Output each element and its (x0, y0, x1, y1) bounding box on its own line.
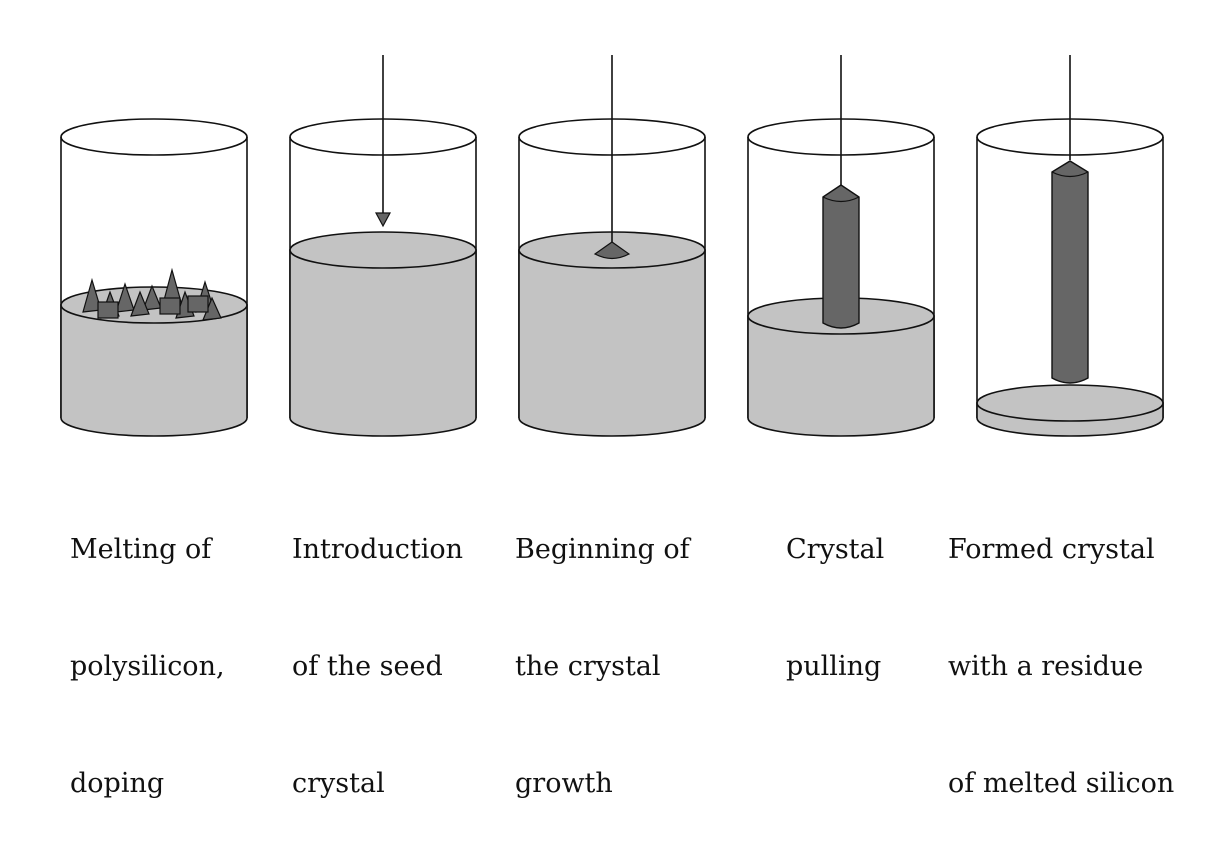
caption-line: Crystal (786, 534, 885, 565)
polysilicon-chunk (159, 297, 181, 315)
ingot-edge (1051, 171, 1089, 178)
caption-line: Beginning of (515, 534, 690, 565)
caption-line: of the seed (292, 651, 443, 682)
melt-body (747, 315, 935, 437)
caption-crystal-pulling: Crystal pulling (786, 452, 884, 725)
seed-crystal-arrow-icon (374, 212, 392, 228)
ingot-edge (822, 196, 860, 203)
caption-line: with a residue (948, 651, 1144, 682)
caption-line: doping (70, 768, 165, 799)
vessel-rim (60, 118, 248, 156)
caption-line: Introduction (292, 534, 463, 565)
crucible-growth-beginning (518, 55, 706, 437)
silicon-ingot (822, 184, 860, 329)
melt-surface (976, 384, 1164, 422)
polysilicon-chunk (97, 301, 119, 319)
caption-line: pulling (786, 651, 882, 682)
polysilicon-chunk (142, 284, 162, 311)
caption-melting: Melting of polysilicon, doping (70, 452, 225, 842)
caption-line: Melting of (70, 534, 212, 565)
crucible-formed-crystal (976, 55, 1164, 437)
caption-line: of melted silicon (948, 768, 1175, 799)
caption-line: Formed crystal (948, 534, 1155, 565)
polysilicon-chunk (82, 277, 102, 313)
crucible-seed-introduction (289, 55, 477, 437)
crucible-melting (60, 118, 248, 437)
melt-body (60, 304, 248, 437)
caption-line: the crystal (515, 651, 661, 682)
melt-surface (289, 231, 477, 269)
caption-formed-crystal: Formed crystal with a residue of melted … (948, 452, 1174, 842)
polysilicon-chunk (130, 290, 150, 317)
melt-body (289, 249, 477, 437)
crucibles-group (60, 55, 1164, 437)
caption-line: polysilicon, (70, 651, 225, 682)
caption-seed-introduction: Introduction of the seed crystal (292, 452, 463, 842)
silicon-ingot (1051, 160, 1089, 384)
crucible-crystal-pulling (747, 55, 935, 437)
polysilicon-chunk (115, 282, 135, 313)
caption-growth-beginning: Beginning of the crystal growth (515, 452, 690, 842)
process-diagram (60, 55, 1164, 437)
caption-line: crystal (292, 768, 385, 799)
seed-crystal (593, 241, 631, 260)
polysilicon-chunk (187, 295, 209, 313)
caption-line: growth (515, 768, 613, 799)
melt-body (518, 249, 706, 437)
